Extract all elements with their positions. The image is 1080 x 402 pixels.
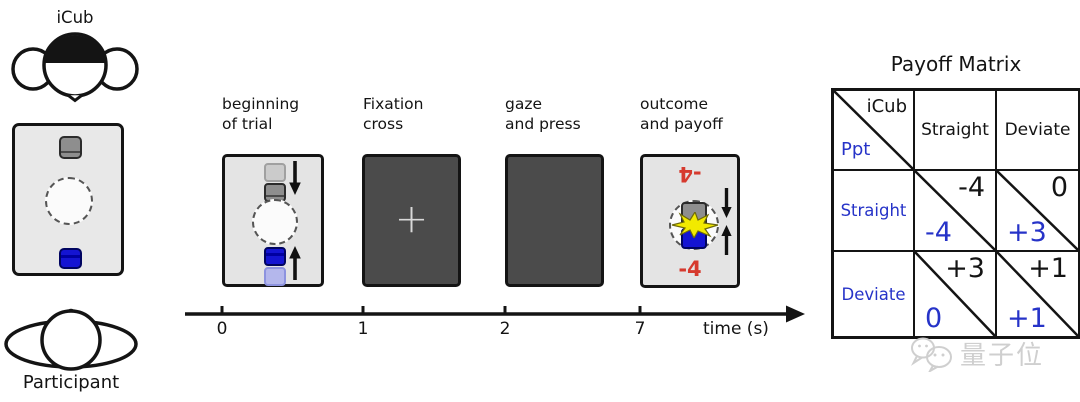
wechat-icon <box>910 337 952 372</box>
participant-button-blue <box>59 248 82 269</box>
matrix-corner-cell: iCub Ppt <box>834 91 915 171</box>
center-target-circle <box>45 177 93 225</box>
axis-tick-0: 0 <box>216 319 228 339</box>
icub-payoff: 0 <box>1050 172 1068 203</box>
payoff-cell-deviate-straight: +3 0 <box>915 252 997 336</box>
button-groove <box>61 150 80 153</box>
corner-row-player: Ppt <box>841 139 871 160</box>
up-arrow-icon <box>289 246 301 280</box>
payoff-cell-straight-deviate: 0 +3 <box>997 171 1078 252</box>
ppt-payoff: +1 <box>1007 303 1047 334</box>
phase-label-line: Fixation <box>363 95 424 113</box>
watermark-text: 量子位 <box>960 341 1045 371</box>
phase-label-line: and payoff <box>640 115 723 133</box>
panel-beginning-of-trial <box>222 154 324 287</box>
panel-fixation-cross: + <box>362 154 461 287</box>
blue-button <box>264 247 286 266</box>
icub-head-icon <box>11 32 139 103</box>
icub-payoff: +1 <box>1028 253 1068 284</box>
phase-label-outcome: outcome and payoff <box>640 94 723 134</box>
axis-tick-1: 1 <box>357 319 369 339</box>
ppt-payoff: 0 <box>925 303 943 334</box>
payoff-value-participant-side: -4 <box>678 257 702 281</box>
up-arrow-icon <box>721 225 732 255</box>
icub-payoff: -4 <box>958 172 985 203</box>
participant-icon <box>4 308 138 371</box>
column-header-deviate: Deviate <box>997 91 1078 171</box>
down-arrow-icon <box>289 161 301 195</box>
panel-outcome-and-payoff: -4 -4 <box>640 154 740 288</box>
button-groove <box>61 255 80 258</box>
panel-gaze-and-press <box>505 154 604 287</box>
ppt-payoff: -4 <box>925 217 952 248</box>
time-axis <box>185 305 805 323</box>
payoff-value-icub-side: -4 <box>678 162 702 186</box>
phase-label-line: beginning <box>222 95 300 113</box>
participant-label: Participant <box>22 372 120 393</box>
row-header-straight: Straight <box>834 171 915 252</box>
phase-label-line: and press <box>505 115 581 133</box>
phase-label-line: gaze <box>505 95 543 113</box>
icub-button-gray <box>59 136 82 159</box>
icub-label: iCub <box>56 8 94 27</box>
button-groove <box>266 194 284 197</box>
down-arrow-icon <box>721 188 732 218</box>
phase-label-line: cross <box>363 115 404 133</box>
payoff-matrix-table: iCub Ppt Straight Deviate Straight -4 -4… <box>831 88 1080 339</box>
axis-tick-2: 2 <box>499 319 511 339</box>
center-target-circle <box>252 199 298 245</box>
phase-label-beginning: beginning of trial <box>222 94 299 134</box>
axis-tick-7: 7 <box>634 319 646 339</box>
ppt-payoff: +3 <box>1007 217 1047 248</box>
ghost-blue-button <box>264 267 286 286</box>
phase-label-line: of trial <box>222 115 273 133</box>
button-groove <box>266 253 284 256</box>
fixation-cross: + <box>394 195 429 242</box>
ghost-gray-button <box>264 163 286 182</box>
payoff-cell-deviate-deviate: +1 +1 <box>997 252 1078 336</box>
corner-col-player: iCub <box>866 96 907 117</box>
phase-label-fixation: Fixation cross <box>363 94 423 134</box>
button-board <box>12 123 124 276</box>
phase-label-gaze: gaze and press <box>505 94 581 134</box>
collision-star-icon <box>671 212 719 238</box>
column-header-straight: Straight <box>915 91 997 171</box>
axis-unit-label: time (s) <box>703 319 769 339</box>
payoff-matrix-title: Payoff Matrix <box>890 52 1022 76</box>
icub-payoff: +3 <box>945 253 985 284</box>
row-header-deviate: Deviate <box>834 252 915 336</box>
watermark: 量子位 <box>910 335 1044 372</box>
payoff-cell-straight-straight: -4 -4 <box>915 171 997 252</box>
phase-label-line: outcome <box>640 95 709 113</box>
